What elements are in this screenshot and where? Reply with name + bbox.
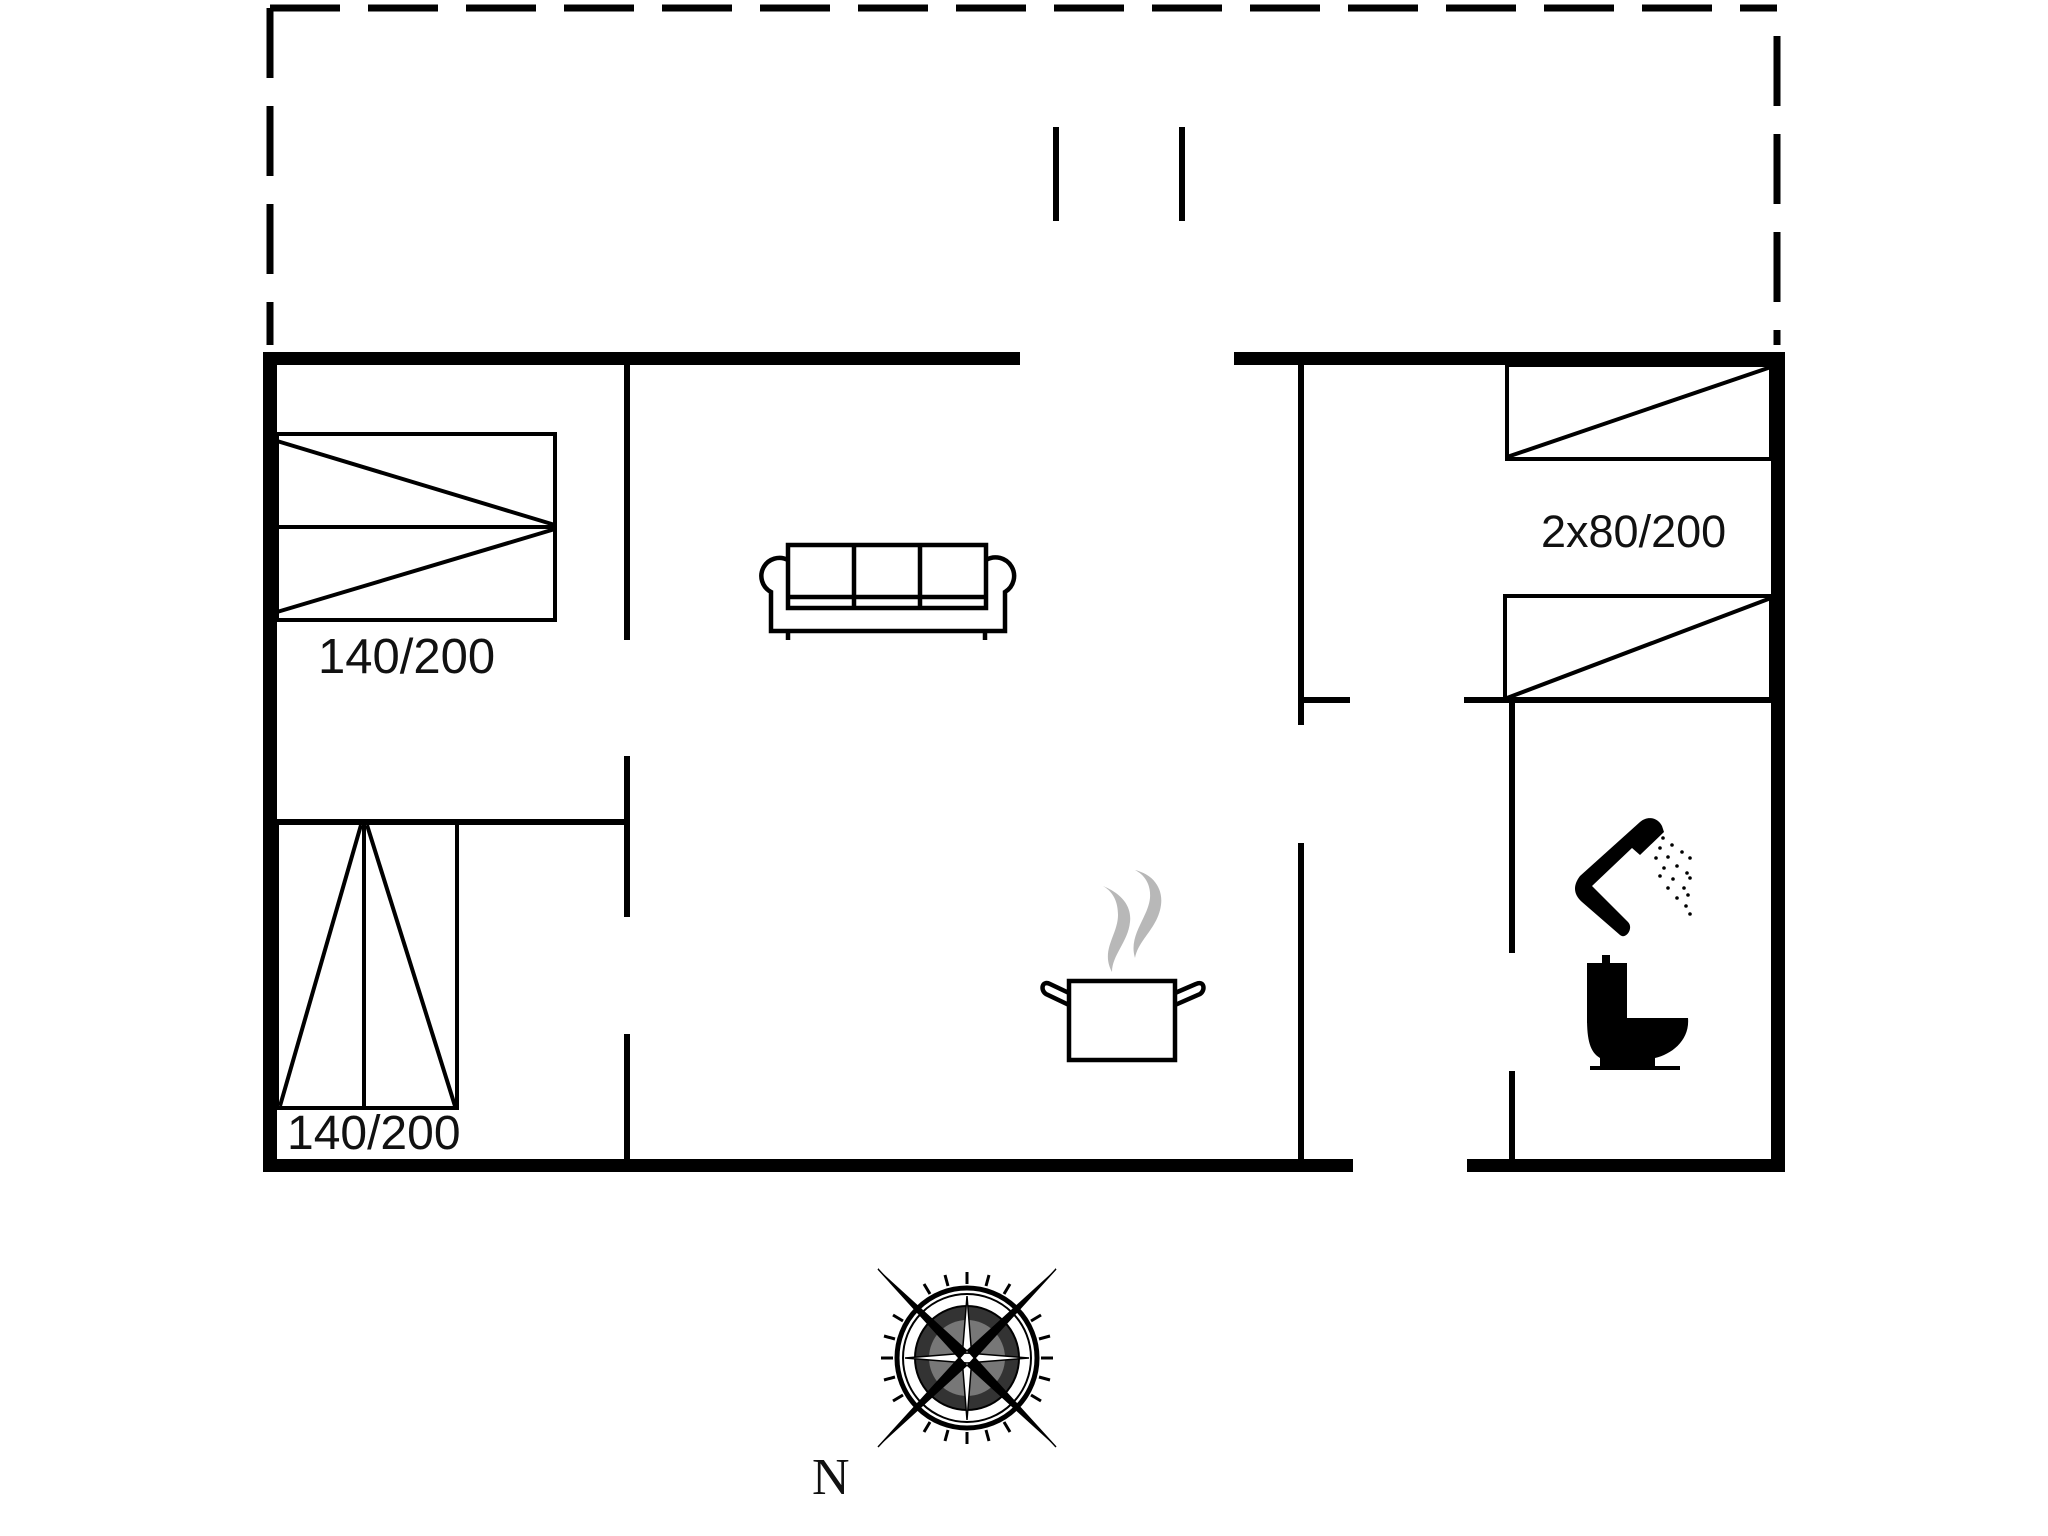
shower-icon: [1575, 818, 1692, 937]
sofa-icon: [759, 542, 1017, 640]
interior-walls: [277, 365, 1771, 1160]
bed-label-2: 140/200: [287, 1107, 461, 1160]
shower-spray: [1654, 836, 1692, 916]
terrace-outline: [266, 4, 1781, 345]
bed-single-2: [1503, 594, 1773, 702]
bed-double-1: [275, 432, 557, 622]
bed-double-2: [275, 820, 459, 1110]
compass-rose-icon: [877, 1268, 1057, 1448]
bed-single-1: [1505, 363, 1773, 461]
bed-label-3: 2x80/200: [1541, 506, 1726, 557]
cooking-pot-icon: [1040, 870, 1206, 1063]
toilet-icon: [1587, 955, 1689, 1070]
compass-north-label: N: [812, 1449, 850, 1506]
bed-label-1: 140/200: [318, 630, 495, 684]
terrace-door-posts: [1053, 127, 1185, 221]
outer-walls: [263, 352, 1785, 1172]
